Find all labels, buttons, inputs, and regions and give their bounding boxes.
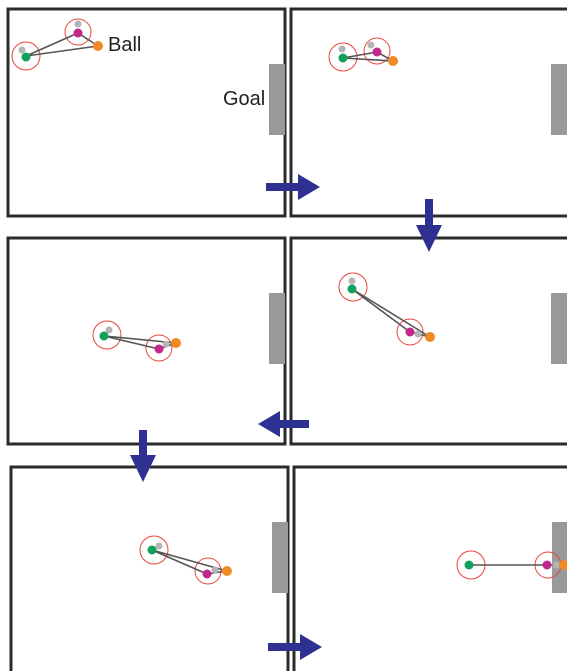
goal <box>552 522 567 593</box>
link-line <box>151 549 208 575</box>
arrow-right-1-to-2 <box>266 174 320 200</box>
field-frame <box>6 7 287 218</box>
range-circle <box>139 535 169 565</box>
goal <box>269 293 285 364</box>
player-green <box>464 560 474 570</box>
arrow-down-3-to-5 <box>130 430 156 482</box>
ball <box>388 56 398 66</box>
player-gray <box>348 277 356 285</box>
player-gray <box>552 561 560 569</box>
link-line <box>342 51 378 59</box>
panel-4 <box>289 236 567 446</box>
player-magenta <box>154 344 164 354</box>
link-line <box>103 335 160 350</box>
ball <box>171 338 181 348</box>
player-gray <box>74 20 82 28</box>
range-circle <box>92 320 122 350</box>
arrow-down-2-to-4 <box>416 199 442 252</box>
arrow-left-4-to-3 <box>258 411 309 437</box>
player-gray <box>105 326 113 334</box>
range-circle <box>11 41 41 71</box>
player-gray <box>18 46 26 54</box>
player-magenta <box>542 560 552 570</box>
field-frame <box>6 236 287 446</box>
panel-5 <box>9 465 290 671</box>
player-magenta <box>73 28 83 38</box>
ball-label: Ball <box>108 34 141 56</box>
range-circle <box>338 272 368 302</box>
goal-label: Goal <box>223 88 265 110</box>
player-gray <box>367 41 375 49</box>
player-green <box>99 331 109 341</box>
player-green <box>347 284 357 294</box>
player-magenta <box>405 327 415 337</box>
range-circle <box>328 42 358 72</box>
ball <box>425 332 435 342</box>
goal <box>551 293 567 364</box>
field-frame <box>9 465 290 671</box>
field-frame <box>292 465 567 671</box>
player-gray <box>162 340 170 348</box>
link-line <box>25 45 99 57</box>
player-green <box>338 53 348 63</box>
link-line <box>351 288 411 333</box>
range-circle <box>194 557 222 585</box>
panel-6 <box>292 465 567 671</box>
goal <box>272 522 288 593</box>
range-circle <box>363 37 391 65</box>
panel-1: Ball Goal <box>6 7 287 218</box>
player-gray <box>338 45 346 53</box>
goal <box>551 64 567 135</box>
ball <box>93 41 103 51</box>
link-line <box>25 32 79 57</box>
ball <box>559 560 567 570</box>
player-gray <box>211 566 219 574</box>
panel-3 <box>6 236 287 446</box>
panel-2 <box>289 7 567 218</box>
arrow-right-5-to-6 <box>268 634 322 660</box>
field-frame <box>289 7 567 218</box>
player-green <box>147 545 157 555</box>
link-line <box>342 57 394 62</box>
ball <box>222 566 232 576</box>
goal <box>269 64 285 135</box>
player-magenta <box>202 569 212 579</box>
player-gray <box>414 330 422 338</box>
link-line <box>351 288 431 338</box>
range-circle <box>145 334 173 362</box>
player-gray <box>155 542 163 550</box>
range-circle <box>64 18 92 46</box>
player-green <box>21 52 31 62</box>
player-magenta <box>372 47 382 57</box>
